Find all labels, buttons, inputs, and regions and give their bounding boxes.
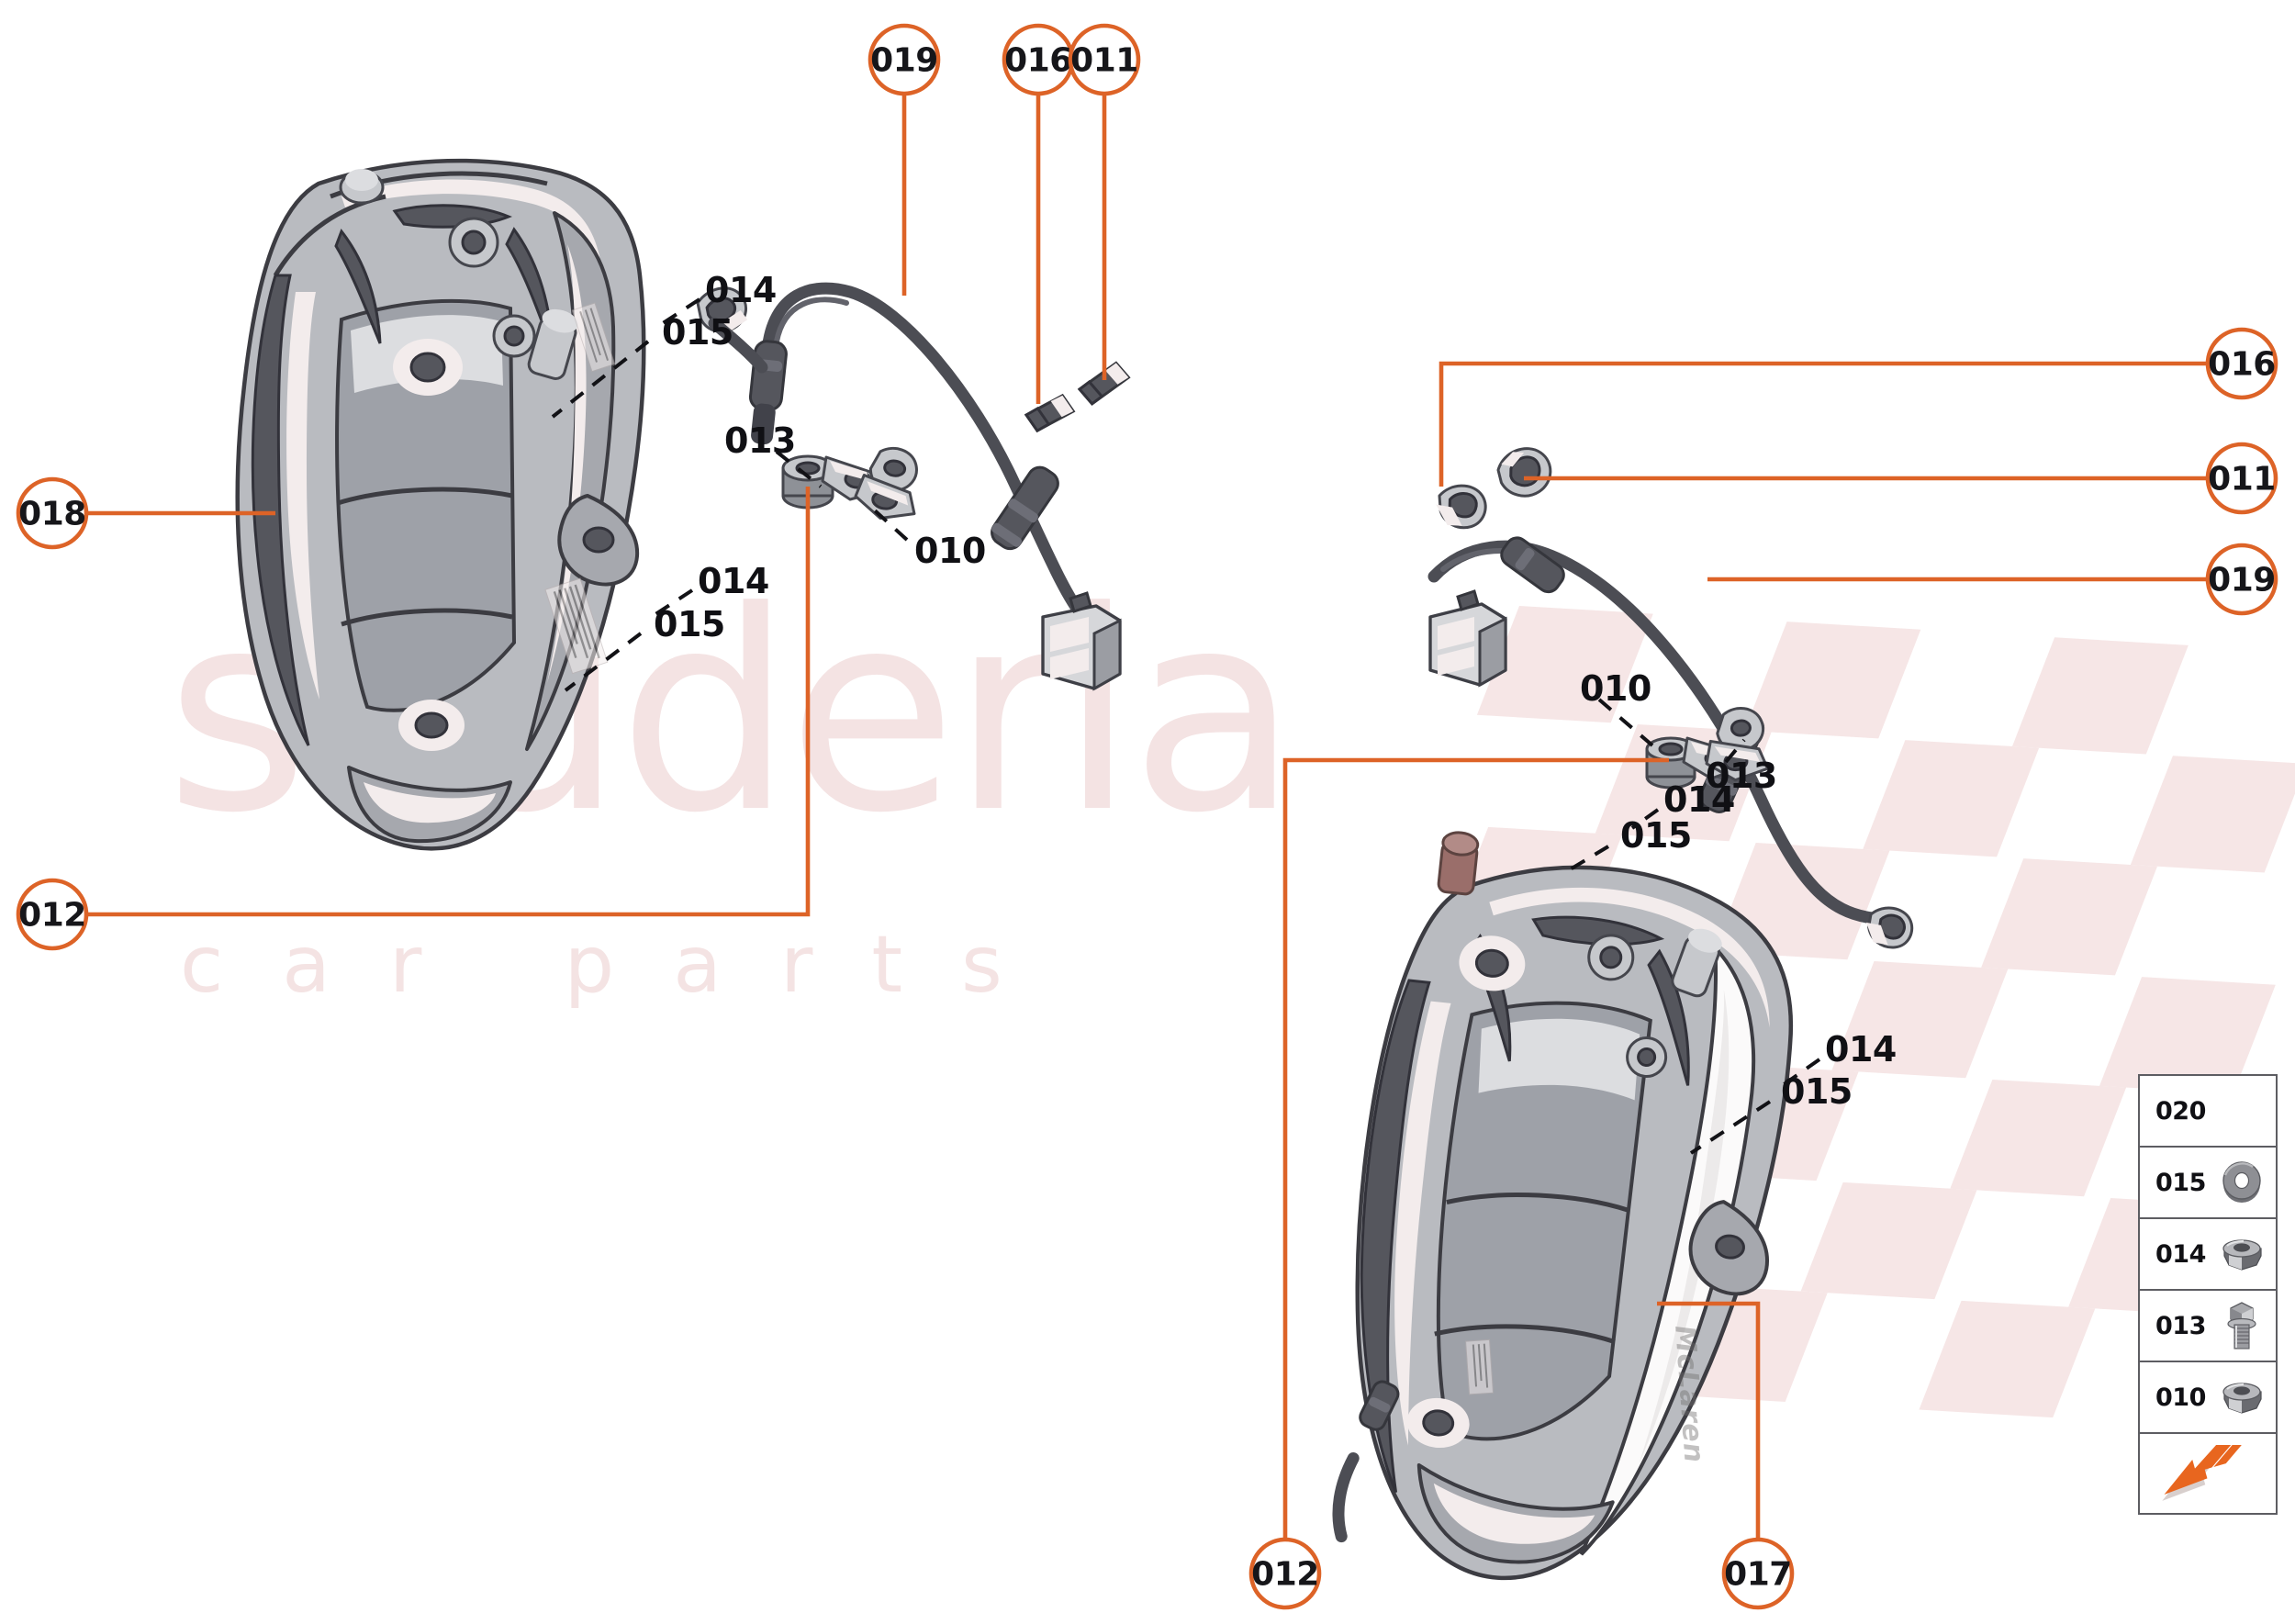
right-sensor-cable-assembly xyxy=(1427,536,1914,949)
dleader-014-d xyxy=(1781,1058,1821,1087)
callout-018-left-label: 018 xyxy=(18,496,86,533)
parts-legend-table: 020 015 014 xyxy=(2138,1074,2278,1515)
callout-011-top[interactable]: 011 xyxy=(1068,23,1141,96)
dleader-014-c xyxy=(1630,808,1660,830)
legend-number-013: 013 xyxy=(2155,1311,2206,1340)
leader-017-bottom xyxy=(1657,1301,1761,1540)
legend-row-013[interactable]: 013 xyxy=(2140,1291,2276,1362)
clip-011-part xyxy=(1077,361,1131,406)
callout-016-top-label: 016 xyxy=(1004,42,1072,80)
left-clip-pair xyxy=(781,446,918,520)
callout-012-bottom-label: 012 xyxy=(1251,1556,1319,1594)
right-brake-caliper: McLaren xyxy=(1332,831,1794,1581)
dashed-label-014-c: 014 xyxy=(1663,779,1735,820)
callout-019-right-label: 019 xyxy=(2208,562,2276,599)
legend-row-010[interactable]: 010 xyxy=(2140,1362,2276,1434)
legend-row-015[interactable]: 015 xyxy=(2140,1148,2276,1219)
dleader-015-c xyxy=(1561,845,1610,876)
orange-arrow-logo-icon xyxy=(2140,1434,2276,1513)
callout-012-left-label: 012 xyxy=(18,897,86,935)
callout-016-right[interactable]: 016 xyxy=(2205,327,2278,400)
dashed-label-014-d: 014 xyxy=(1825,1029,1897,1070)
dleader-010-a xyxy=(865,501,909,542)
callout-bubbles: 019 016 011 018 012 016 xyxy=(16,23,2278,1610)
legend-number-014: 014 xyxy=(2155,1239,2206,1269)
washer-icon xyxy=(2208,1148,2276,1217)
callout-017-bottom-label: 017 xyxy=(1724,1556,1792,1594)
clip-016-right-part xyxy=(1436,484,1487,530)
legend-row-logo[interactable] xyxy=(2140,1434,2276,1513)
callout-018-left[interactable]: 018 xyxy=(16,476,89,550)
dleader-015-a xyxy=(551,340,650,419)
dleader-013-c xyxy=(1724,738,1746,764)
right-small-clips xyxy=(1436,447,1552,530)
dashed-label-014-b: 014 xyxy=(698,561,769,601)
dashed-label-015-a: 015 xyxy=(662,312,733,353)
legend-row-014[interactable]: 014 xyxy=(2140,1219,2276,1291)
dashed-label-015-d: 015 xyxy=(1781,1071,1853,1112)
legend-row-020[interactable]: 020 xyxy=(2140,1076,2276,1148)
callout-011-right-label: 011 xyxy=(2208,461,2276,498)
callout-011-right[interactable]: 011 xyxy=(2205,442,2278,515)
dleader-014-b xyxy=(648,588,694,620)
top-small-clips xyxy=(1024,361,1131,433)
dleader-010-c xyxy=(1597,698,1654,747)
leader-016-right xyxy=(1439,361,2208,487)
dashed-label-013-a: 013 xyxy=(724,420,796,461)
right-clip-pair xyxy=(1645,707,1770,790)
dashed-leaders xyxy=(551,297,1821,1155)
callout-017-bottom[interactable]: 017 xyxy=(1721,1537,1795,1610)
left-sensor-cable-assembly xyxy=(696,282,1122,691)
flange-nut-icon xyxy=(2208,1219,2276,1289)
left-brake-caliper xyxy=(235,158,646,851)
dashed-label-010-c: 010 xyxy=(1580,668,1651,709)
dashed-label-015-b: 015 xyxy=(654,604,725,644)
dashed-label-010-a: 010 xyxy=(914,531,986,571)
clip-011-right-part xyxy=(1496,447,1552,498)
dashed-label-015-c: 015 xyxy=(1620,815,1692,856)
dleader-015-d xyxy=(1689,1100,1772,1155)
callout-019-top-label: 019 xyxy=(870,42,938,80)
callout-016-top[interactable]: 016 xyxy=(1002,23,1075,96)
callout-019-top[interactable]: 019 xyxy=(868,23,941,96)
callout-016-right-label: 016 xyxy=(2208,346,2276,384)
legend-number-020: 020 xyxy=(2155,1096,2206,1126)
dleader-014-a xyxy=(655,297,701,329)
leader-012-left xyxy=(86,487,811,917)
legend-number-010: 010 xyxy=(2155,1383,2206,1412)
callout-019-right[interactable]: 019 xyxy=(2205,543,2278,616)
callout-012-bottom[interactable]: 012 xyxy=(1248,1537,1322,1610)
legend-number-015: 015 xyxy=(2155,1168,2206,1197)
leader-lines xyxy=(86,94,2208,1540)
leader-012-bottom xyxy=(1282,757,1669,1540)
flange-bolt-icon xyxy=(2208,1291,2276,1361)
callout-012-left[interactable]: 012 xyxy=(16,878,89,951)
legend-icon-none xyxy=(2208,1076,2276,1146)
dleader-013-a xyxy=(775,450,823,488)
clip-016-part xyxy=(1024,393,1076,433)
dashed-label-013-c: 013 xyxy=(1706,756,1777,796)
watermark-sub-text: car parts xyxy=(180,919,1061,1011)
dashed-label-014-a: 014 xyxy=(705,270,777,310)
flange-nut-icon xyxy=(2208,1362,2276,1432)
callout-011-top-label: 011 xyxy=(1070,42,1138,80)
dashed-label-group: 014 015 013 010 014 015 010 013 014 015 … xyxy=(654,270,1897,1112)
dleader-015-b xyxy=(564,632,643,692)
